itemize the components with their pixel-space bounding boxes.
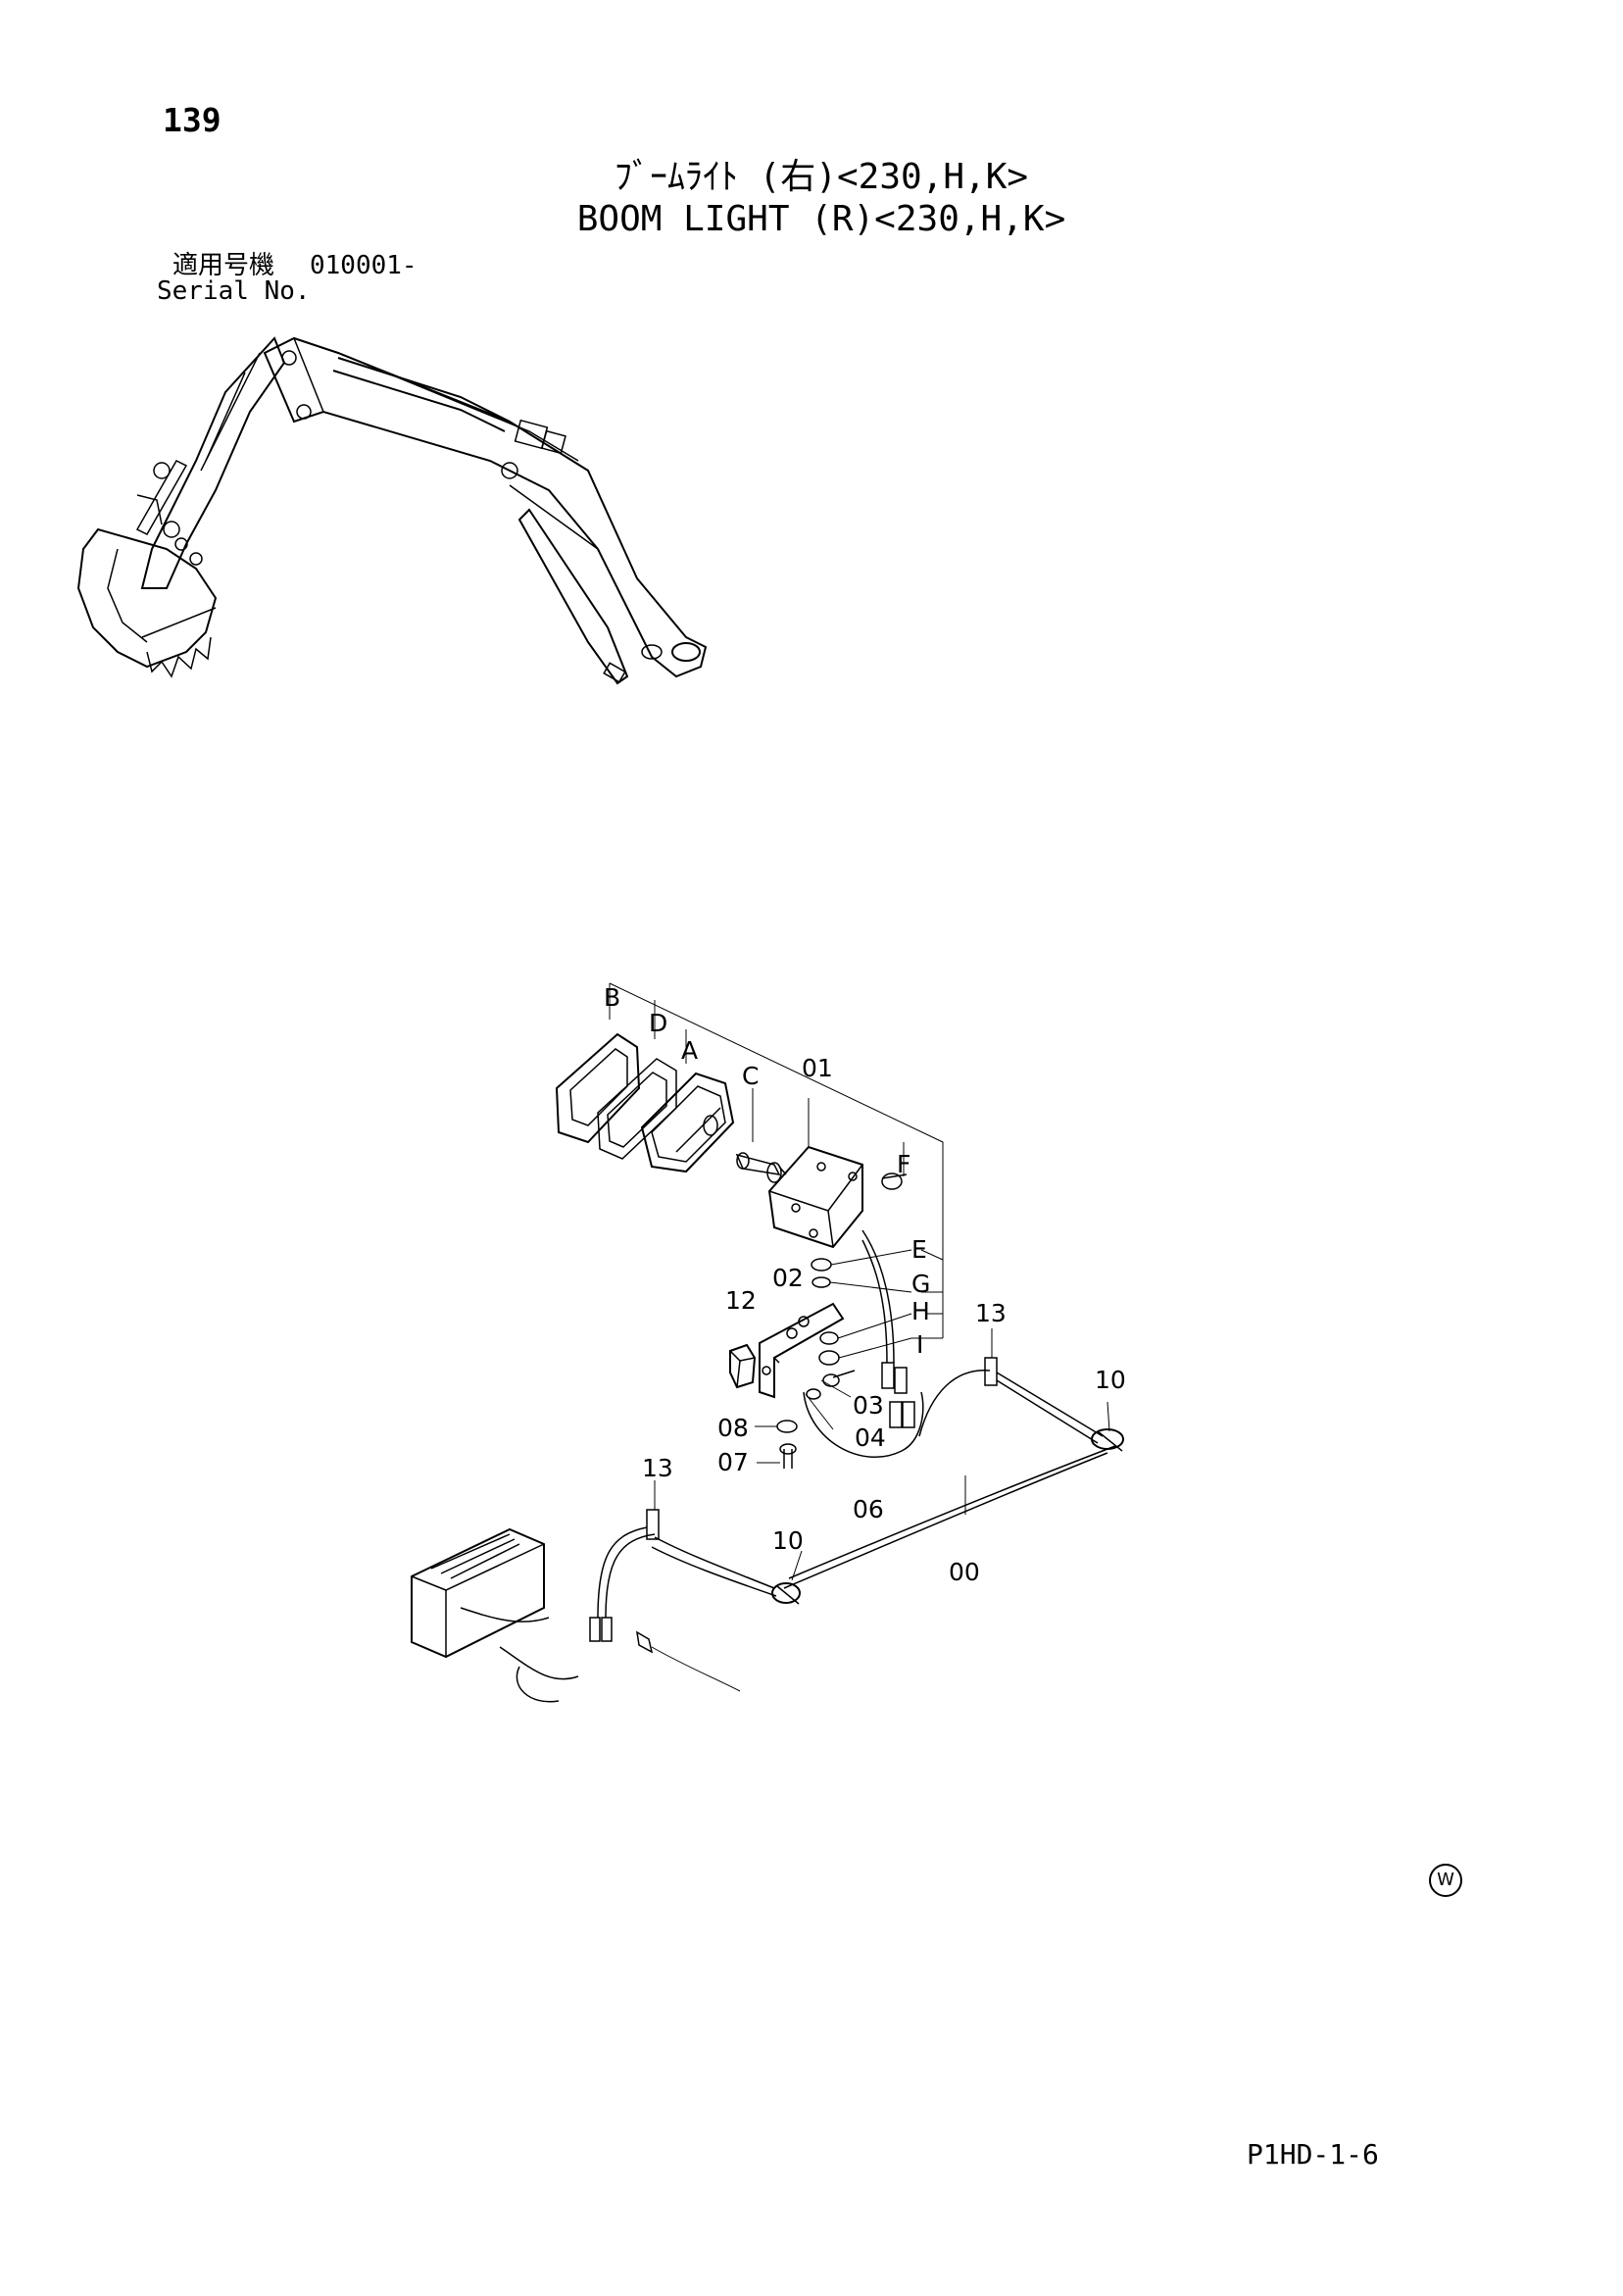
callout-h: H — [911, 1297, 930, 1325]
callout-c: C — [742, 1062, 759, 1090]
callout-04: 04 — [855, 1423, 886, 1452]
callout-03: 03 — [853, 1391, 884, 1420]
bulb-part-c — [735, 1152, 787, 1183]
gasket-part-d — [597, 1058, 677, 1160]
bracket-part-02 — [759, 1302, 845, 1399]
boom-light-exploded-view — [411, 982, 1124, 1703]
lens-part-a — [640, 1072, 735, 1173]
callout-10-upper: 10 — [1095, 1366, 1126, 1394]
callout-08: 08 — [717, 1414, 749, 1442]
callout-i: I — [916, 1330, 923, 1359]
page-title-english: BOOM LIGHT (R)<230,H,K> — [576, 199, 1066, 239]
callout-b: B — [604, 983, 620, 1012]
page-title-japanese: ﾌﾞｰﾑﾗｲﾄ (右)<230,H,K> — [614, 157, 1029, 197]
bolt-part-07 — [783, 1449, 793, 1469]
watermark-mark: W — [1429, 1864, 1462, 1897]
callout-13-lower: 13 — [642, 1454, 673, 1482]
callout-a: A — [681, 1036, 698, 1065]
callout-labels: B D A C 01 F E G 02 H 12 I 13 10 03 08 0… — [604, 983, 1126, 1586]
callout-12: 12 — [725, 1286, 757, 1315]
callout-f: F — [897, 1150, 910, 1178]
page-number: 139 — [163, 101, 221, 139]
serial-label-japanese: 適用号機 — [172, 251, 275, 280]
callout-00: 00 — [949, 1558, 980, 1586]
callout-e: E — [911, 1235, 927, 1264]
document-code: P1HD-1-6 — [1247, 2138, 1379, 2171]
serial-label-english: Serial No. — [157, 276, 311, 306]
nut-part-i — [818, 1350, 840, 1366]
callout-d: D — [649, 1009, 667, 1037]
screw-part-f — [881, 1173, 908, 1190]
washer-part-g — [812, 1276, 831, 1288]
serial-number-value: 010001- — [310, 251, 418, 280]
callout-10-lower: 10 — [772, 1526, 804, 1555]
callout-07: 07 — [717, 1448, 749, 1476]
electrical-box — [411, 1527, 579, 1703]
washer-part-h — [819, 1331, 839, 1345]
callout-02: 02 — [772, 1264, 804, 1292]
washer-part-08 — [776, 1420, 798, 1433]
light-housing-part-01 — [767, 1145, 863, 1249]
rubber-pad-part-12 — [729, 1343, 757, 1389]
excavator-attachment-overview — [76, 336, 708, 685]
callout-06: 06 — [853, 1495, 884, 1523]
nut-part-e — [811, 1258, 832, 1272]
callout-g: G — [911, 1270, 930, 1298]
callout-13-upper: 13 — [975, 1299, 1007, 1327]
callout-01: 01 — [802, 1054, 833, 1082]
washer-part-04 — [806, 1388, 821, 1400]
